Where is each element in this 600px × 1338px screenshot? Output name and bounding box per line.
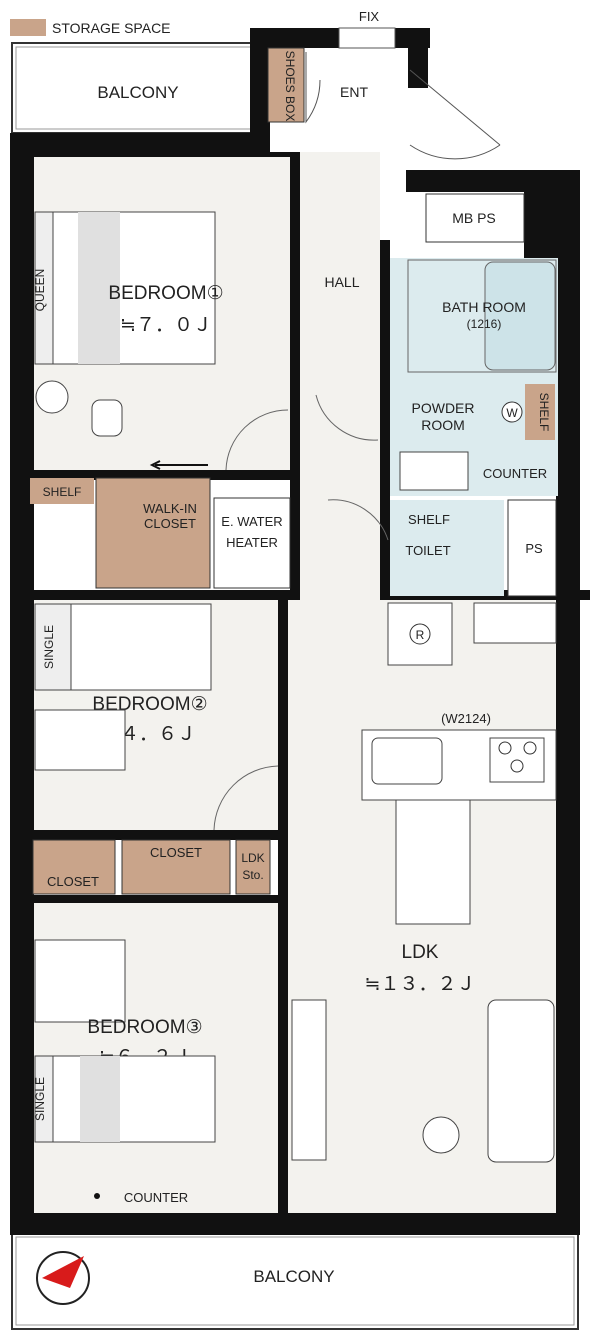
counter-bedroom-3-label: COUNTER — [124, 1190, 188, 1205]
ldk-sto-label-1: LDK — [241, 851, 264, 865]
bedroom-3: BEDROOM③ ≒６．２Ｊ SINGLE COUNTER — [33, 939, 216, 1205]
walk-in-label-2: CLOSET — [144, 516, 196, 531]
balcony-top-label: BALCONY — [97, 83, 178, 102]
bedroom-3-label: BEDROOM③ — [87, 1017, 202, 1038]
bedroom-2: SINGLE BEDROOM② ≒４．６Ｊ CLOSET CLOSET LDK … — [32, 603, 279, 895]
fridge-label: R — [416, 628, 425, 642]
bedroom-1: QUEEN BEDROOM① ≒７．０Ｊ SHELF WALK-IN CLOSE… — [30, 211, 291, 589]
washer-label: W — [506, 406, 518, 420]
single-2-label: SINGLE — [42, 625, 56, 669]
ps-label: PS — [525, 541, 543, 556]
mb-ps-label: MB PS — [452, 210, 496, 226]
top-balcony: BALCONY — [11, 42, 257, 134]
closet-mid-label: CLOSET — [150, 845, 202, 860]
single-3-label: SINGLE — [33, 1077, 47, 1121]
shoes-box-label: SHOES BOX — [283, 51, 297, 122]
shelf-bedroom-1-label: SHELF — [43, 485, 82, 499]
ldk-sto-label-2: Sto. — [242, 868, 263, 882]
bedroom-2-size: ≒４．６Ｊ — [104, 724, 196, 745]
entrance: SHOES BOX ENT — [267, 27, 501, 160]
powder-room-label-2: ROOM — [421, 417, 465, 433]
bedroom-1-size: ≒７．０Ｊ — [120, 315, 212, 336]
bottom-balcony: BALCONY — [11, 1232, 579, 1330]
shelf-wet-label: SHELF — [537, 393, 551, 432]
fix-label: FIX — [359, 9, 380, 24]
legend-swatch — [10, 19, 46, 36]
walk-in-label-1: WALK-IN — [143, 501, 197, 516]
ent-label: ENT — [340, 84, 368, 100]
walls — [10, 28, 590, 1235]
balcony-bottom-label: BALCONY — [253, 1267, 334, 1286]
compass-icon — [36, 1251, 90, 1305]
counter-powder-label: COUNTER — [483, 466, 547, 481]
bath-size-label: (1216) — [467, 317, 502, 331]
legend-label: STORAGE SPACE — [52, 20, 171, 36]
ldk-label: LDK — [402, 942, 439, 963]
kitchen-size-label: (W2124) — [441, 711, 491, 726]
queen-label: QUEEN — [33, 269, 47, 312]
ldk-size: ≒１３．２Ｊ — [365, 974, 476, 995]
ldk: LDK ≒１３．２Ｊ — [291, 942, 555, 1163]
shelf-toilet-label: SHELF — [408, 512, 450, 527]
hall-label: HALL — [324, 274, 359, 290]
wet-area: BATH ROOM (1216) POWDER ROOM W SHELF COU… — [315, 259, 557, 558]
bedroom-1-label: BEDROOM① — [108, 283, 223, 304]
closet-left-label: CLOSET — [47, 874, 99, 889]
water-heater-label-2: HEATER — [226, 535, 278, 550]
toilet-label: TOILET — [405, 543, 450, 558]
bath-room-label: BATH ROOM — [442, 299, 526, 315]
water-heater-label-1: E. WATER — [221, 514, 282, 529]
powder-room-label-1: POWDER — [412, 400, 475, 416]
kitchen: R (W2124) — [361, 602, 557, 925]
